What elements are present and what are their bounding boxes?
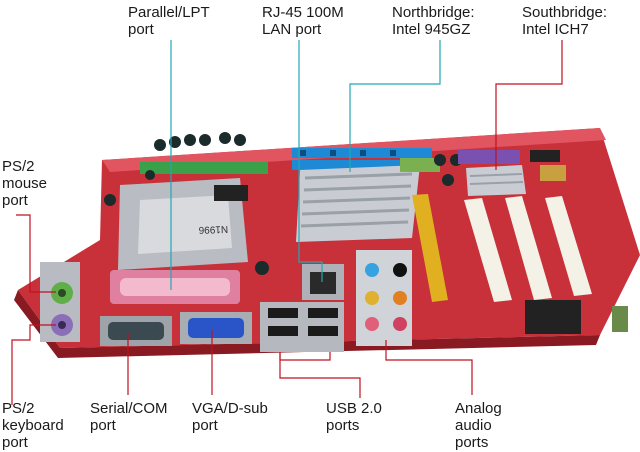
green-connector — [400, 158, 440, 172]
io-chip — [525, 300, 581, 334]
vga-port-shape — [180, 312, 252, 344]
northbridge-heatsink — [296, 165, 420, 242]
southbridge-chip — [458, 150, 566, 196]
leader-lines — [11, 40, 563, 405]
parallel-port-shape — [110, 270, 240, 304]
capacitors — [104, 132, 462, 275]
jumper — [612, 306, 628, 332]
ram-slots — [292, 148, 432, 170]
cpu-power-header — [140, 162, 268, 174]
audio-block — [356, 250, 412, 346]
pci-slots — [464, 196, 592, 302]
chip-marking: N1996 — [198, 223, 228, 235]
label-northbridge: Northbridge:Intel 945GZ — [392, 4, 475, 38]
usb-lan-block — [260, 264, 344, 352]
agp-slot — [412, 194, 448, 302]
cpu-socket: N1996 — [118, 178, 248, 270]
ps2-ports — [40, 262, 80, 342]
serial-port-shape — [100, 316, 172, 346]
label-southbridge: Southbridge:Intel ICH7 — [522, 4, 608, 38]
